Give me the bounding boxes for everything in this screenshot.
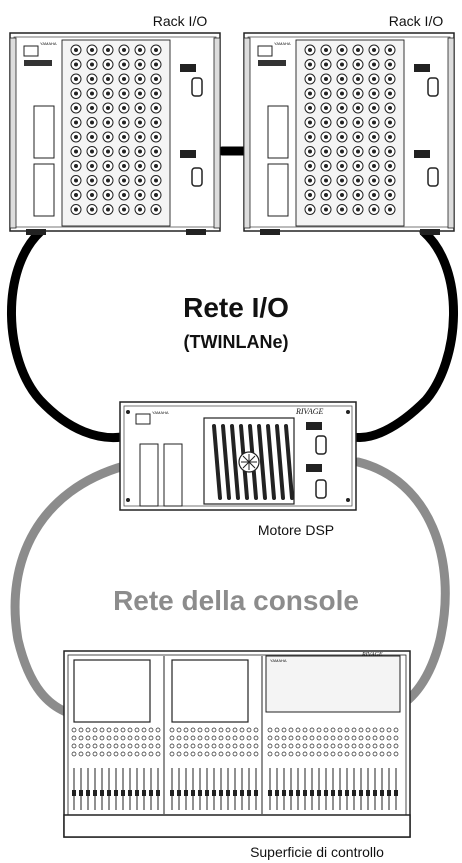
rack-io-right-label: Rack I/O xyxy=(389,13,444,29)
io-network-cable xyxy=(7,146,458,443)
rack-left-brand: YAMAHA xyxy=(40,41,57,46)
dsp-engine-label: Motore DSP xyxy=(258,522,334,538)
rack-io-right-device: YAMAHA xyxy=(243,32,455,235)
console-network-title: Rete della console xyxy=(113,585,359,616)
dsp-engine-device: YAMAHA RIVAGE xyxy=(119,401,357,511)
rack-io-left-device: YAMAHA xyxy=(9,32,221,235)
io-network-title: Rete I/O xyxy=(183,292,289,323)
dsp-model-name: RIVAGE xyxy=(295,407,324,416)
rack-io-left-label: Rack I/O xyxy=(153,13,208,29)
control-surface-device: RIVAGE YAMAHA xyxy=(63,650,411,838)
surface-model-name: RIVAGE xyxy=(361,652,383,658)
io-network-subtitle: (TWINLANe) xyxy=(184,332,289,352)
surface-brand: YAMAHA xyxy=(270,658,287,663)
console-network-cable xyxy=(10,457,450,717)
control-surface-label: Superficie di controllo xyxy=(250,844,384,860)
rack-right-brand: YAMAHA xyxy=(274,41,291,46)
dsp-brand: YAMAHA xyxy=(152,410,169,415)
